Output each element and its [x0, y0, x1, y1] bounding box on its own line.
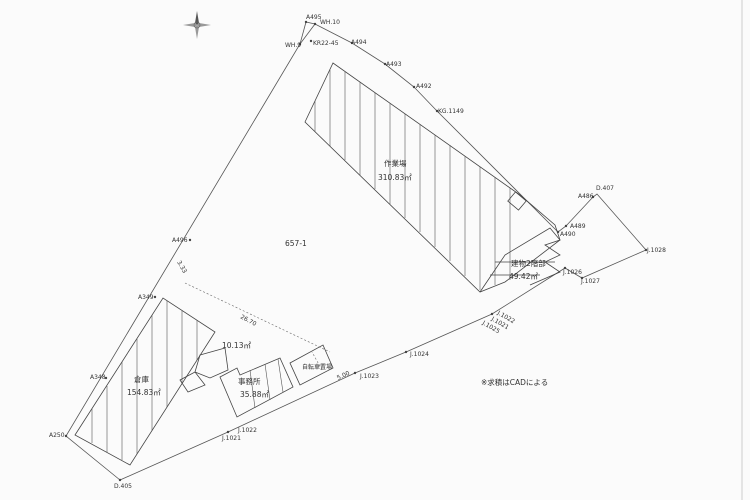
area-note: ※求積はCADによる — [481, 377, 548, 387]
point-label: A489 — [570, 223, 586, 230]
dimension-line — [184, 282, 331, 353]
point-label: A490 — [560, 231, 576, 238]
point-label: A493 — [386, 61, 402, 68]
point-label: KG.1149 — [438, 108, 464, 115]
annex-area: 10.13㎡ — [222, 341, 251, 350]
point-label: A495 — [306, 14, 322, 21]
dimension-label: 3.33 — [175, 260, 188, 275]
point-label: J.1021 — [221, 435, 241, 442]
dimension-label: 26.70 — [239, 314, 258, 328]
point-label: D.407 — [596, 185, 614, 192]
workshop-label: 作業場 — [384, 158, 407, 168]
parcel-boundary — [65, 21, 647, 481]
workshop-building — [304, 62, 561, 293]
second-floor-label: 建物2階部 — [511, 258, 546, 268]
point-label: D.405 — [114, 483, 132, 490]
point-label: A250 — [49, 432, 65, 439]
warehouse-label: 倉庫 — [134, 374, 149, 384]
point-label: WH.9 — [285, 42, 301, 49]
survey-points — [64, 20, 648, 482]
warehouse-building — [74, 297, 229, 466]
point-label: J.1023 — [359, 373, 379, 380]
workshop-area: 310.83㎡ — [378, 173, 412, 182]
point-label: J.1026 — [562, 269, 582, 276]
dimension-line — [311, 351, 323, 371]
point-label: A496 — [172, 237, 188, 244]
point-label: A494 — [351, 39, 367, 46]
warehouse-area: 154.83㎡ — [127, 388, 161, 397]
point-label: J.1022 — [237, 427, 257, 434]
bicycle-parking — [289, 344, 334, 386]
office-label: 事務所 — [238, 376, 261, 386]
point-label: J.1024 — [409, 351, 429, 358]
point-label: A492 — [416, 83, 432, 90]
second-floor-area: 49.42㎡ — [509, 272, 538, 281]
point-label: A348 — [90, 374, 106, 381]
point-label: KR22-45 — [313, 40, 339, 47]
point-label: A349 — [138, 294, 154, 301]
point-label: A486 — [578, 193, 594, 200]
parcel-number: 657-1 — [285, 239, 307, 248]
point-label: WH.10 — [320, 19, 340, 26]
point-label: J.1027 — [580, 278, 600, 285]
bicycle-label: 自転車置場 — [302, 363, 332, 371]
dimension-label: 5.00 — [336, 370, 351, 382]
compass-icon — [183, 11, 211, 39]
boundary-segment — [299, 23, 316, 45]
office-building — [219, 357, 294, 418]
point-label: J.1028 — [646, 247, 666, 254]
office-area: 35.88㎡ — [240, 390, 269, 399]
point-labels: A495 WH.10 WH.9 KR22-45 A494 A493 A492 K… — [49, 14, 666, 490]
